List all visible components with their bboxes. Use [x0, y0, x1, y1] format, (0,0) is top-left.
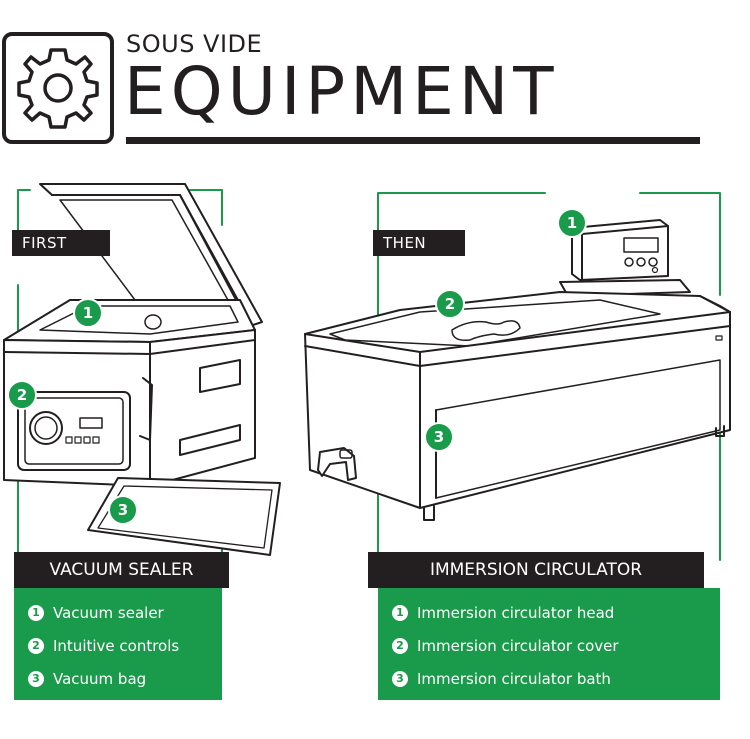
- vacuum-sealer-heading: VACUUM SEALER: [14, 552, 229, 588]
- callout-vacuum-2: 2: [7, 380, 37, 410]
- list-item: 1 Vacuum sealer: [28, 596, 222, 629]
- header-title: EQUIPMENT: [124, 53, 559, 130]
- stage-tag-first: FIRST: [12, 230, 110, 256]
- number-icon: 1: [392, 604, 408, 621]
- vacuum-sealer-list: 1 Vacuum sealer 2 Intuitive controls 3 V…: [14, 588, 222, 700]
- list-item: 3 Immersion circulator bath: [392, 662, 720, 695]
- list-item: 1 Immersion circulator head: [392, 596, 720, 629]
- number-icon: 1: [28, 604, 44, 621]
- list-item: 3 Vacuum bag: [28, 662, 222, 695]
- number-icon: 2: [28, 637, 44, 654]
- callout-vacuum-1: 1: [73, 298, 103, 328]
- list-item-label: Immersion circulator head: [417, 603, 615, 622]
- header-subtitle: SOUS VIDE: [126, 30, 263, 58]
- list-item-label: Vacuum sealer: [53, 603, 164, 622]
- callout-vacuum-3: 3: [108, 495, 138, 525]
- number-icon: 3: [392, 670, 408, 687]
- list-item-label: Immersion circulator cover: [417, 636, 619, 655]
- gear-icon: [17, 48, 99, 129]
- list-item-label: Immersion circulator bath: [417, 669, 611, 688]
- immersion-circulator-drawing: [304, 219, 731, 521]
- logo-box: [2, 32, 114, 144]
- stage-tag-then: THEN: [373, 230, 465, 256]
- number-icon: 3: [28, 670, 44, 687]
- number-icon: 2: [392, 637, 408, 654]
- list-item: 2 Intuitive controls: [28, 629, 222, 662]
- list-item-label: Intuitive controls: [53, 636, 180, 655]
- immersion-circulator-list: 1 Immersion circulator head 2 Immersion …: [378, 588, 720, 700]
- callout-circulator-2: 2: [435, 289, 465, 319]
- title-underline: [126, 137, 700, 144]
- list-item: 2 Immersion circulator cover: [392, 629, 720, 662]
- callout-circulator-3: 3: [424, 422, 454, 452]
- vacuum-sealer-drawing: [3, 183, 281, 556]
- immersion-circulator-heading: IMMERSION CIRCULATOR: [368, 552, 704, 588]
- callout-circulator-1: 1: [557, 208, 587, 238]
- list-item-label: Vacuum bag: [53, 669, 147, 688]
